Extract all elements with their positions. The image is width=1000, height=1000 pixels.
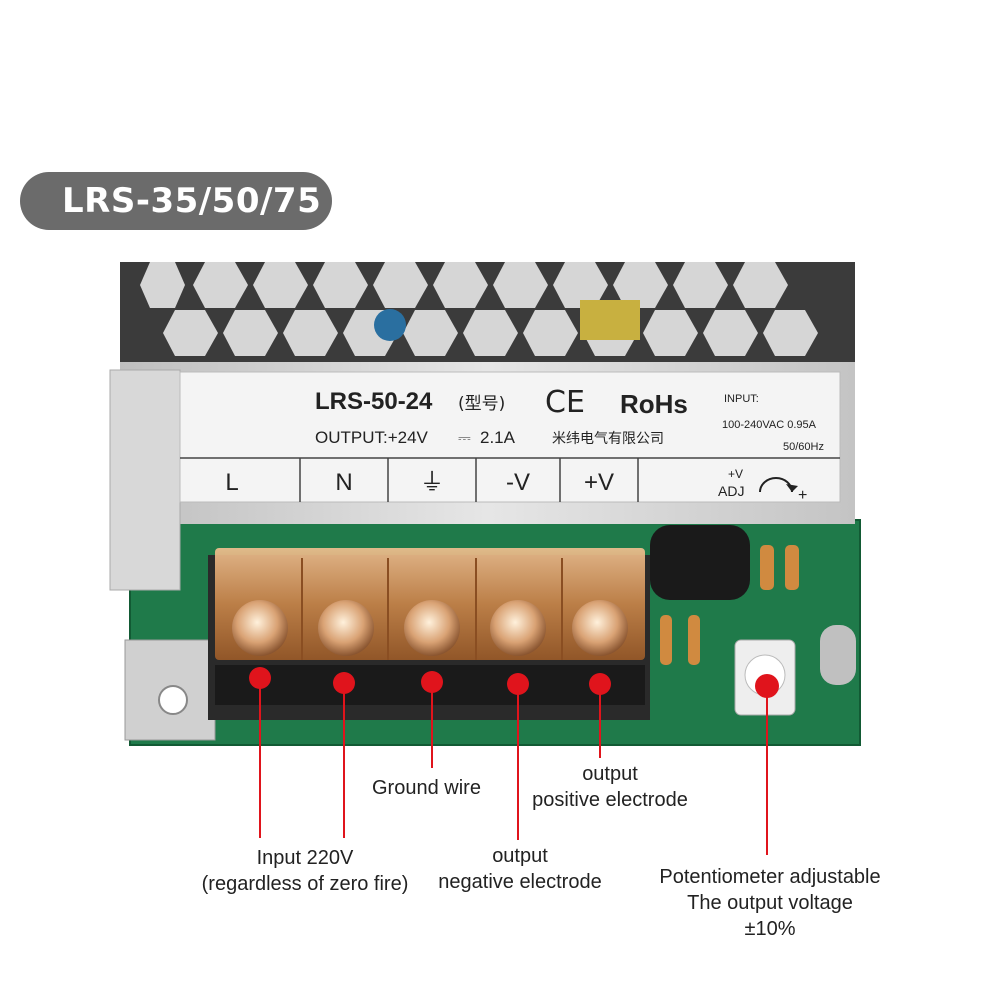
annotation-input: Input 220V (regardless of zero fire) bbox=[190, 845, 420, 897]
terminal-screw-ground bbox=[404, 600, 460, 656]
pointer-dot-positive bbox=[589, 673, 611, 695]
annotation-potentiometer-line3: ±10% bbox=[744, 918, 796, 940]
annotation-potentiometer: Potentiometer adjustable The output volt… bbox=[645, 864, 895, 942]
resistor bbox=[660, 615, 672, 665]
annotation-negative-line2: negative electrode bbox=[438, 871, 602, 893]
rohs-mark: RoHs bbox=[620, 389, 688, 419]
annotation-potentiometer-line1: Potentiometer adjustable bbox=[659, 866, 881, 888]
adj-plus: + bbox=[798, 487, 807, 504]
resistor bbox=[760, 545, 774, 590]
model-series-text: LRS-35/50/75 bbox=[62, 181, 322, 221]
label-manufacturer: 米纬电气有限公司 bbox=[552, 431, 664, 447]
terminal-label-n: N bbox=[335, 469, 352, 496]
pointer-dots bbox=[249, 667, 779, 698]
label-output-spec: OUTPUT:+24V bbox=[315, 428, 429, 447]
ce-mark: CE bbox=[545, 385, 585, 420]
terminal-label-l: L bbox=[225, 469, 238, 496]
component bbox=[820, 625, 856, 685]
adj-label: ADJ bbox=[718, 483, 744, 499]
pointer-dot-l bbox=[249, 667, 271, 689]
terminal-label-ground: ⏚ bbox=[420, 468, 444, 496]
mounting-hole bbox=[158, 685, 188, 715]
annotation-input-line2: (regardless of zero fire) bbox=[201, 873, 409, 895]
transformer bbox=[580, 300, 640, 340]
label-input-freq: 50/60Hz bbox=[783, 441, 824, 453]
terminal-screw-n bbox=[318, 600, 374, 656]
label-input-spec: 100-240VAC 0.95A bbox=[722, 419, 817, 431]
annotation-ground-line1: Ground wire bbox=[372, 777, 481, 799]
mounting-bracket bbox=[124, 639, 216, 741]
label-input-title: INPUT: bbox=[724, 393, 759, 405]
annotation-positive: output positive electrode bbox=[520, 761, 700, 813]
annotation-ground: Ground wire bbox=[372, 775, 481, 801]
terminal-screw-negative bbox=[490, 600, 546, 656]
annotation-input-line1: Input 220V bbox=[256, 847, 354, 869]
annotation-positive-line2: positive electrode bbox=[532, 789, 688, 811]
terminal-screw-l bbox=[232, 600, 288, 656]
annotation-potentiometer-line2: The output voltage bbox=[687, 892, 853, 914]
resistor bbox=[688, 615, 700, 665]
pointer-dot-ground bbox=[421, 671, 443, 693]
label-output-current: 2.1A bbox=[480, 428, 516, 447]
pointer-lines bbox=[259, 680, 768, 855]
pointer-dot-potentiometer bbox=[755, 674, 779, 698]
dc-symbol: ⎓ bbox=[458, 428, 471, 447]
capacitor-blue bbox=[374, 309, 406, 341]
pointer-dot-negative bbox=[507, 673, 529, 695]
label-model: LRS-50-24 bbox=[315, 388, 433, 415]
adj-label-top: +V bbox=[728, 467, 743, 481]
label-model-cn: (型号) bbox=[458, 394, 505, 414]
honeycomb-vents bbox=[140, 262, 818, 356]
terminal-label-negative: -V bbox=[506, 469, 530, 496]
product-label: LRS-50-24 (型号) CE RoHs INPUT: 100-240VAC… bbox=[179, 371, 841, 504]
capacitor bbox=[650, 525, 750, 600]
resistor bbox=[785, 545, 799, 590]
annotation-negative-line1: output bbox=[492, 845, 548, 867]
model-series-badge: LRS-35/50/75 bbox=[20, 172, 332, 230]
terminal-screw-positive bbox=[572, 600, 628, 656]
terminal-block bbox=[208, 548, 650, 720]
annotation-negative: output negative electrode bbox=[425, 843, 615, 895]
pointer-dot-n bbox=[333, 672, 355, 694]
terminal-label-positive: +V bbox=[584, 469, 614, 496]
annotation-positive-line1: output bbox=[582, 763, 638, 785]
